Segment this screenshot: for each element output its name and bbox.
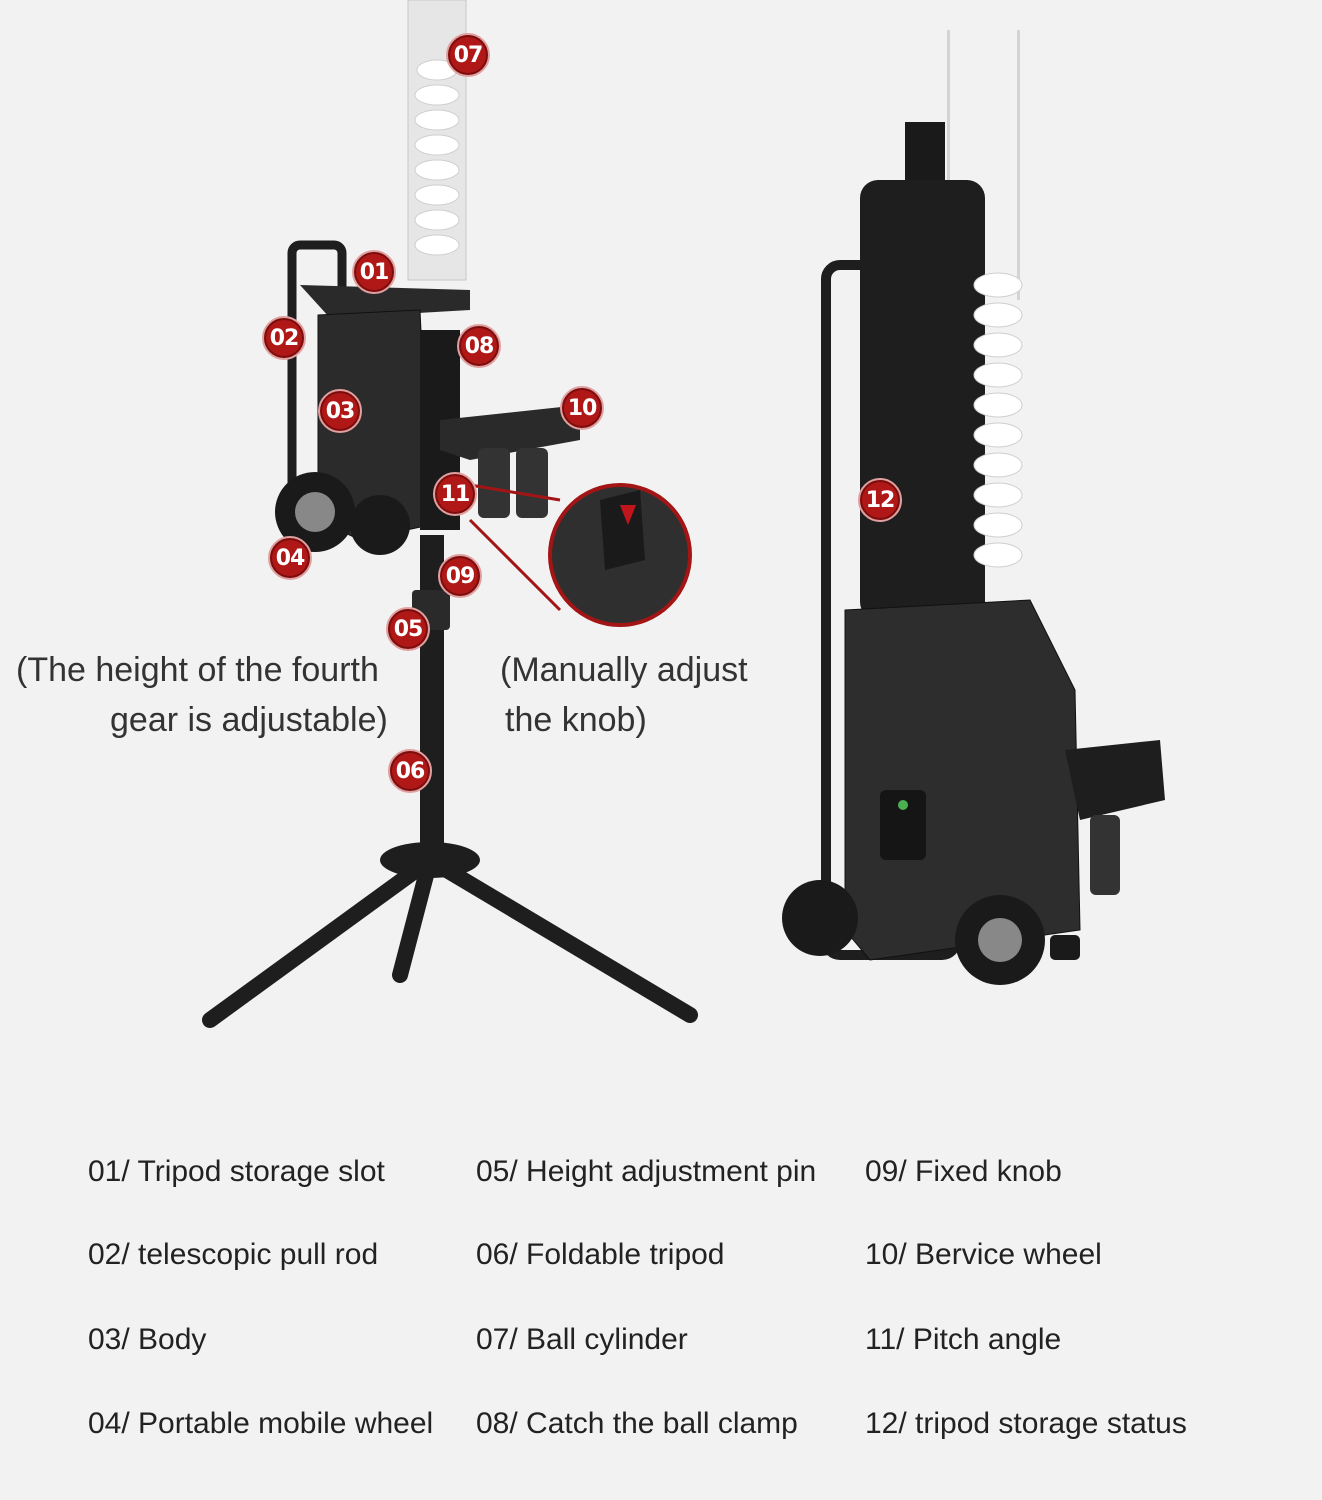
legend-item-02: 02/ telescopic pull rod — [88, 1238, 379, 1271]
legend-item-08: 08/ Catch the ball clamp — [476, 1407, 798, 1440]
legend-item-09: 09/ Fixed knob — [865, 1155, 1062, 1188]
height-caption-line2: gear is adjustable) — [110, 701, 388, 739]
legend-item-05: 05/ Height adjustment pin — [476, 1155, 817, 1188]
legend-item-04: 04/ Portable mobile wheel — [88, 1407, 434, 1440]
legend-item-11: 11/ Pitch angle — [865, 1323, 1062, 1356]
marker-02: 02 — [262, 316, 306, 360]
legend-item-10: 10/ Bervice wheel — [865, 1238, 1102, 1271]
marker-07: 07 — [446, 33, 490, 77]
tripod-legs — [202, 852, 698, 1028]
marker-04: 04 — [268, 536, 312, 580]
height-caption-line1: (The height of the fourth — [16, 651, 379, 689]
shuttlecock-stack — [414, 59, 460, 256]
folded-body — [844, 599, 1081, 961]
top-tray — [300, 285, 470, 318]
service-head — [440, 405, 580, 460]
knob-caption-line1: (Manually adjust — [500, 651, 748, 689]
folded-machine-illustration — [782, 30, 1165, 985]
legend-item-03: 03/ Body — [88, 1323, 207, 1356]
legend-item-01: 01/ Tripod storage slot — [88, 1155, 385, 1188]
marker-03: 03 — [318, 389, 362, 433]
marker-11: 11 — [433, 472, 477, 516]
marker-12: 12 — [858, 478, 902, 522]
marker-09: 09 — [438, 554, 482, 598]
marker-05: 05 — [386, 607, 430, 651]
knob-caption-line2: the knob) — [505, 701, 647, 739]
control-panel — [880, 790, 926, 860]
folded-column — [860, 180, 985, 620]
legend-item-12: 12/ tripod storage status — [865, 1407, 1187, 1440]
marker-01: 01 — [352, 250, 396, 294]
legend-item-07: 07/ Ball cylinder — [476, 1323, 688, 1356]
marker-10: 10 — [560, 386, 604, 430]
marker-06: 06 — [388, 749, 432, 793]
legend-item-06: 06/ Foldable tripod — [476, 1238, 725, 1271]
marker-08: 08 — [457, 324, 501, 368]
